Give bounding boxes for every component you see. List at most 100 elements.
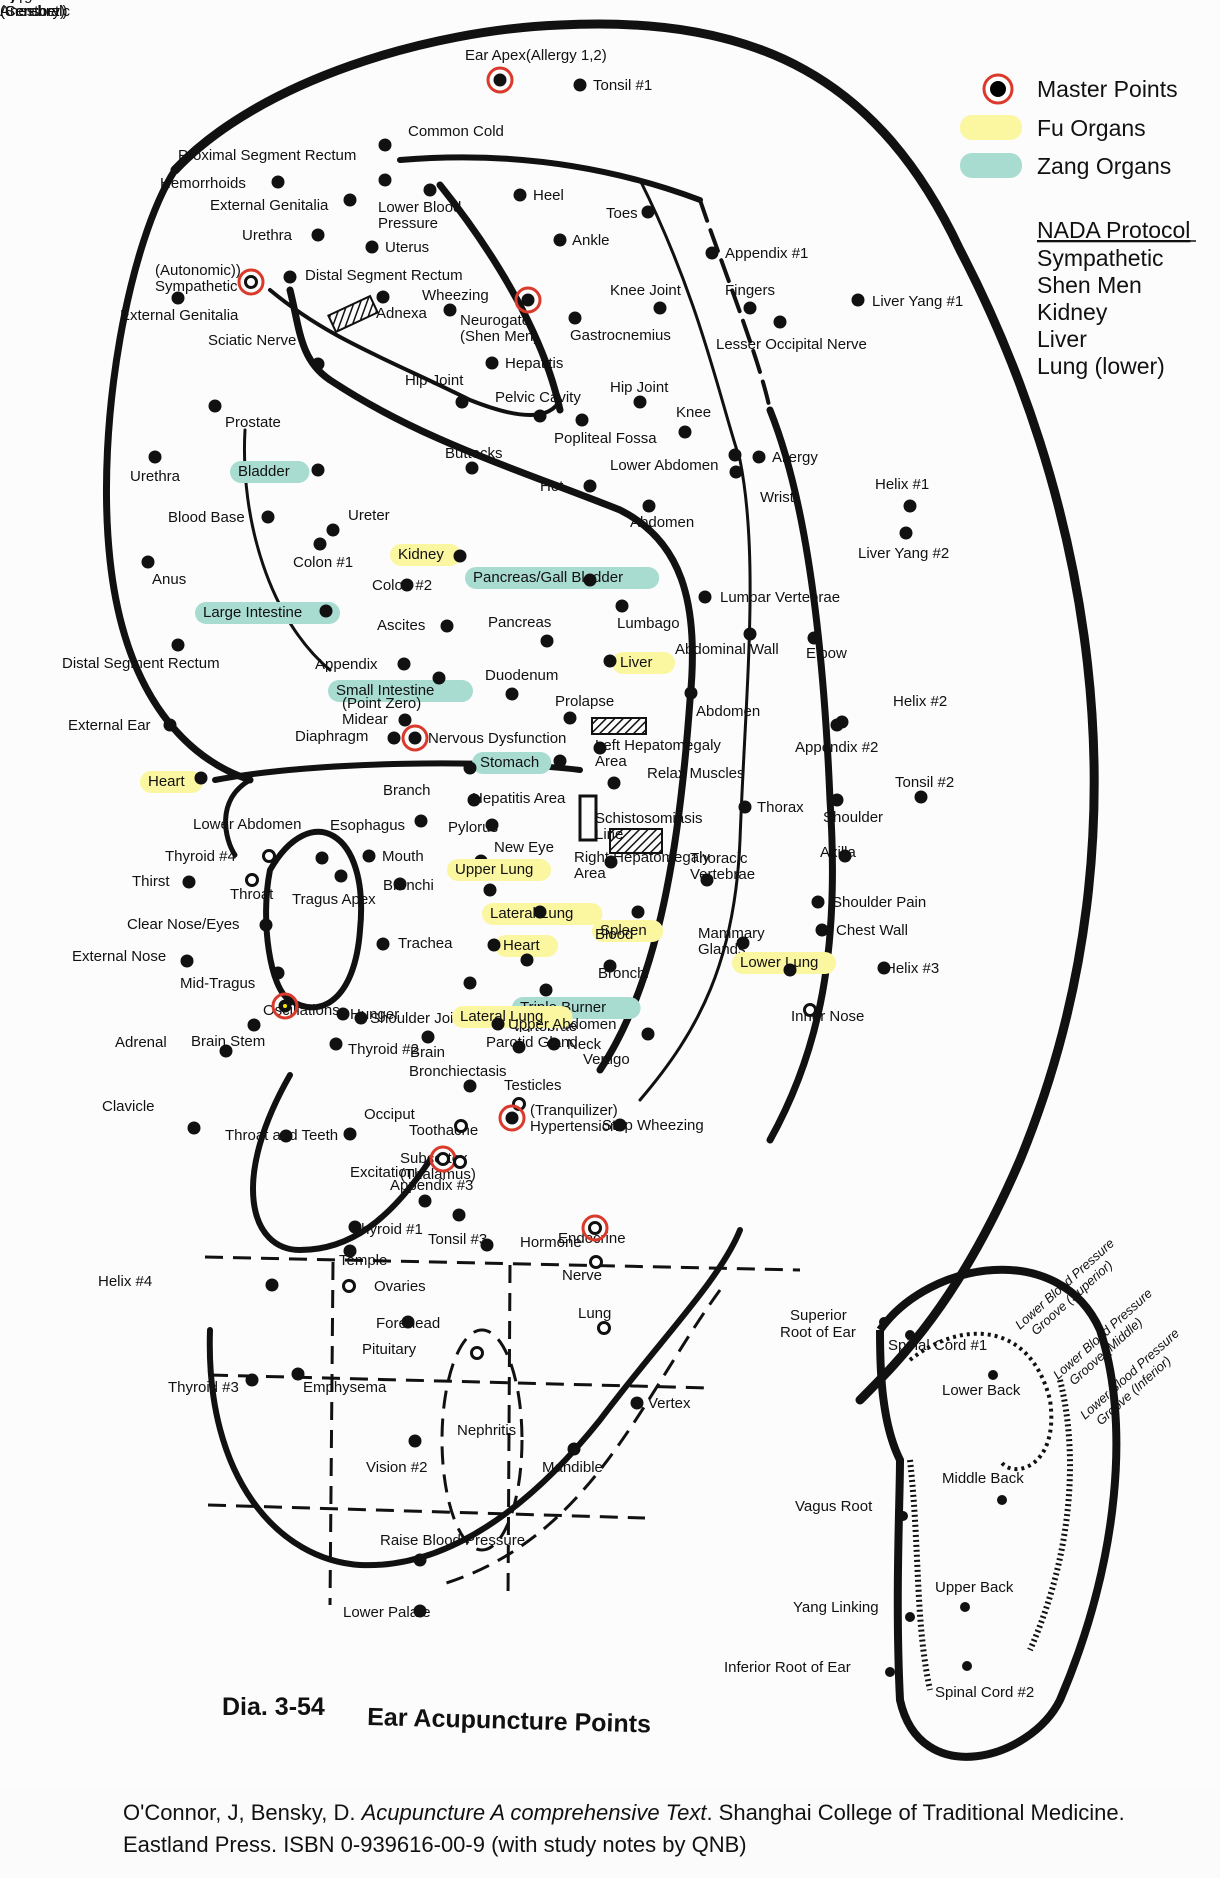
ear-point-popliteal-fossa: Popliteal Fossa xyxy=(554,413,657,447)
point-label: Yang Linking xyxy=(793,1599,879,1616)
point-label: Hemorrhoids xyxy=(160,175,246,192)
point-label: Schistosomiasis xyxy=(595,810,703,827)
ear-point-ear-apex-allergy-1-2: Ear Apex(Allergy 1,2) xyxy=(465,47,607,94)
legend-item-master-points: Master Points xyxy=(982,73,1178,105)
point-label: Raise Blood Pressure xyxy=(380,1532,525,1549)
ear-point-common-cold: Common Cold xyxy=(378,123,504,152)
hollow-point-icon xyxy=(589,1255,603,1269)
back-point-spinal-cord-2: Spinal Cord #2 xyxy=(935,1661,1034,1701)
ear-point-heel: Heel xyxy=(513,187,564,204)
point-dot-icon xyxy=(540,634,554,648)
hollow-point-icon xyxy=(470,1346,484,1360)
fu-highlight xyxy=(452,1006,573,1028)
point-dot-icon xyxy=(553,754,567,768)
point-label: Appendix #3 xyxy=(390,1177,473,1194)
point-dot-icon xyxy=(311,357,325,371)
ear-point-lateral-lung: Lateral Lung xyxy=(452,976,573,1028)
hollow-point-icon xyxy=(454,1119,468,1133)
scaphoid-line xyxy=(638,178,742,462)
ear-point-vision-2: Vision #2 xyxy=(366,1434,427,1476)
point-label: Thyroid #3 xyxy=(168,1379,239,1396)
point-dot-icon xyxy=(171,638,185,652)
point-label: (Thalamus) xyxy=(400,1166,476,1183)
point-label: Lower Back xyxy=(942,1382,1021,1399)
point-dot-icon xyxy=(271,175,285,189)
point-label: Blood xyxy=(595,926,633,943)
ear-point-colon-2: Colon #2 xyxy=(372,577,432,594)
yellow-center-icon xyxy=(283,1004,287,1008)
point-dot-icon xyxy=(279,1129,293,1143)
point-dot-icon xyxy=(480,1238,494,1252)
point-label: Tooth Extraction xyxy=(0,0,108,4)
point-label: Superior xyxy=(790,1307,847,1324)
fu-highlight xyxy=(495,935,558,957)
ear-point-neurasthenia-cerebral: Neurasthenia(Cerebral) xyxy=(0,0,90,20)
point-label: Thyroid #4 xyxy=(165,848,236,865)
legend-label: Fu Organs xyxy=(1037,115,1146,141)
ear-point-tragus-apex: Tragus Apex xyxy=(292,869,376,908)
ear-point-liver-yang-2: Liver Yang #2 xyxy=(858,526,949,562)
point-label: Inner Ear xyxy=(0,0,62,4)
point-label: Stomach xyxy=(480,754,539,771)
point-label: Nervous Dysfunction xyxy=(428,730,566,747)
ear-point-gastrocnemius: Gastrocnemius xyxy=(568,311,671,344)
point-label: External Ear xyxy=(68,717,151,734)
point-label: Helix #1 xyxy=(875,476,929,493)
ear-point-esophagus: Esophagus xyxy=(330,814,428,834)
point-label: Appendix #1 xyxy=(725,245,808,262)
point-label: Abdomen xyxy=(696,703,760,720)
point-label: Trachea xyxy=(398,935,453,952)
point-dot-icon xyxy=(914,790,928,804)
back-of-ear-illustration xyxy=(876,1265,1121,1761)
ear-point-lower-abdomen: Lower Abdomen xyxy=(193,816,329,865)
ear-point-allergy: Allergy xyxy=(752,449,818,466)
point-label: Glands xyxy=(698,941,746,958)
point-label: Esophagus xyxy=(330,817,405,834)
point-label: Uterus xyxy=(385,239,429,256)
face-area-ellipse xyxy=(440,1328,524,1552)
point-dot-icon xyxy=(642,499,656,513)
point-label: Bronchiectasis xyxy=(409,1063,507,1080)
ear-point-wheezing: Wheezing xyxy=(422,287,489,317)
point-label: Upper Back xyxy=(935,1579,1014,1596)
point-label: Wheezing xyxy=(422,287,489,304)
ear-point-eye-sensory: Eye(Sensory) xyxy=(0,0,65,20)
point-dot-icon xyxy=(453,549,467,563)
back-ear-hatching-2 xyxy=(1027,1379,1073,1652)
point-label: Lung xyxy=(578,1305,611,1322)
point-dot-icon xyxy=(568,311,582,325)
helix-outer-line xyxy=(170,19,1099,1405)
point-dot-icon xyxy=(997,1495,1007,1505)
point-dot-icon xyxy=(830,718,844,732)
point-label: Pylorus xyxy=(448,819,498,836)
ear-point-parotid-gland: Parotid Gland xyxy=(486,1034,578,1054)
ear-point-adrenal: Adrenal xyxy=(115,1034,233,1058)
ear-point-pancreas: Pancreas xyxy=(488,614,554,648)
ear-point-excitation: Excitation xyxy=(350,1155,467,1181)
point-dot-icon xyxy=(962,1661,972,1671)
point-dot-icon xyxy=(603,654,617,668)
point-label: Lower Abdomen xyxy=(193,816,301,833)
point-dot-icon xyxy=(533,905,547,919)
point-label: Liver Yang #1 xyxy=(872,293,963,310)
ear-point-appendix-1: Appendix #1 xyxy=(705,245,808,262)
ear-point-endocrine: Endocrine xyxy=(558,1214,626,1247)
point-dot-icon xyxy=(376,290,390,304)
ear-point-elbow: Elbow xyxy=(806,631,847,662)
ear-point-inner-ear: Inner Ear xyxy=(0,0,62,4)
point-label: Clear Nose/Eyes xyxy=(127,916,240,933)
point-label: Midear xyxy=(342,711,388,728)
point-label: Vertigo xyxy=(583,1051,630,1068)
point-label: Lumbago xyxy=(617,615,680,632)
ear-point-tonsil-4: Tonsil #4 xyxy=(0,0,59,4)
point-dot-icon xyxy=(903,499,917,513)
point-dot-icon xyxy=(343,1127,357,1141)
point-label: Spinal Cord #2 xyxy=(935,1684,1034,1701)
point-label: Lateral Lung xyxy=(460,1008,543,1025)
point-dot-icon xyxy=(905,1330,915,1340)
point-dot-icon xyxy=(898,1511,908,1521)
point-dot-icon xyxy=(432,671,446,685)
point-dot-icon xyxy=(547,1037,561,1051)
point-label: Ear Apex(Allergy 1,2) xyxy=(465,47,607,64)
